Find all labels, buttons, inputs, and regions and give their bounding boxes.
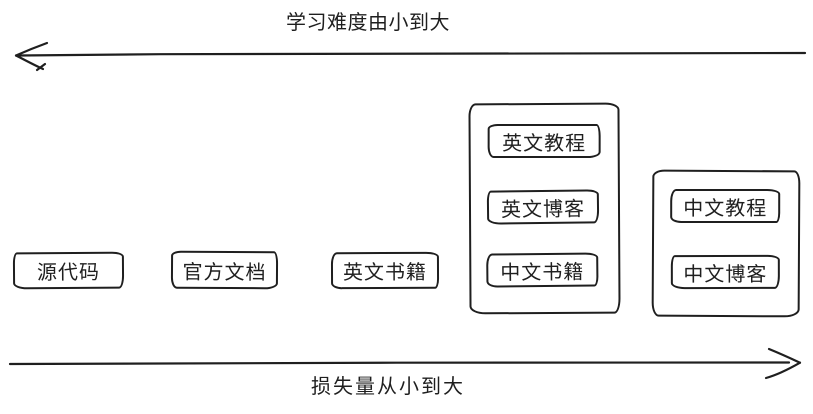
node-chinese-tutorials: 中文教程 [670, 188, 781, 224]
node-label: 英文教程 [502, 132, 587, 155]
node-label: 中文书籍 [500, 261, 585, 284]
node-label: 英文书籍 [342, 261, 428, 285]
difficulty-axis-label: 学习难度由小到大 [286, 12, 450, 34]
arrow-right-icon [8, 347, 802, 380]
loss-axis-label: 损失量从小到大 [311, 376, 465, 398]
node-english-books: 英文书籍 [330, 251, 440, 290]
node-source-code: 源代码 [12, 251, 125, 290]
group-english-resources: 英文教程 英文博客 中文书籍 [468, 102, 621, 315]
node-label: 中文教程 [683, 197, 768, 220]
node-chinese-blogs: 中文博客 [670, 254, 780, 290]
arrow-left-icon [14, 41, 807, 72]
group-chinese-resources: 中文教程 中文博客 [651, 169, 801, 318]
node-label: 中文博客 [683, 263, 768, 286]
node-label: 官方文档 [182, 261, 267, 284]
node-label: 英文博客 [500, 197, 586, 222]
node-english-blogs: 英文博客 [486, 189, 600, 225]
node-chinese-books: 中文书籍 [486, 252, 599, 288]
node-label: 源代码 [36, 261, 101, 285]
node-english-tutorials: 英文教程 [487, 123, 601, 159]
node-official-docs: 官方文档 [170, 250, 279, 290]
